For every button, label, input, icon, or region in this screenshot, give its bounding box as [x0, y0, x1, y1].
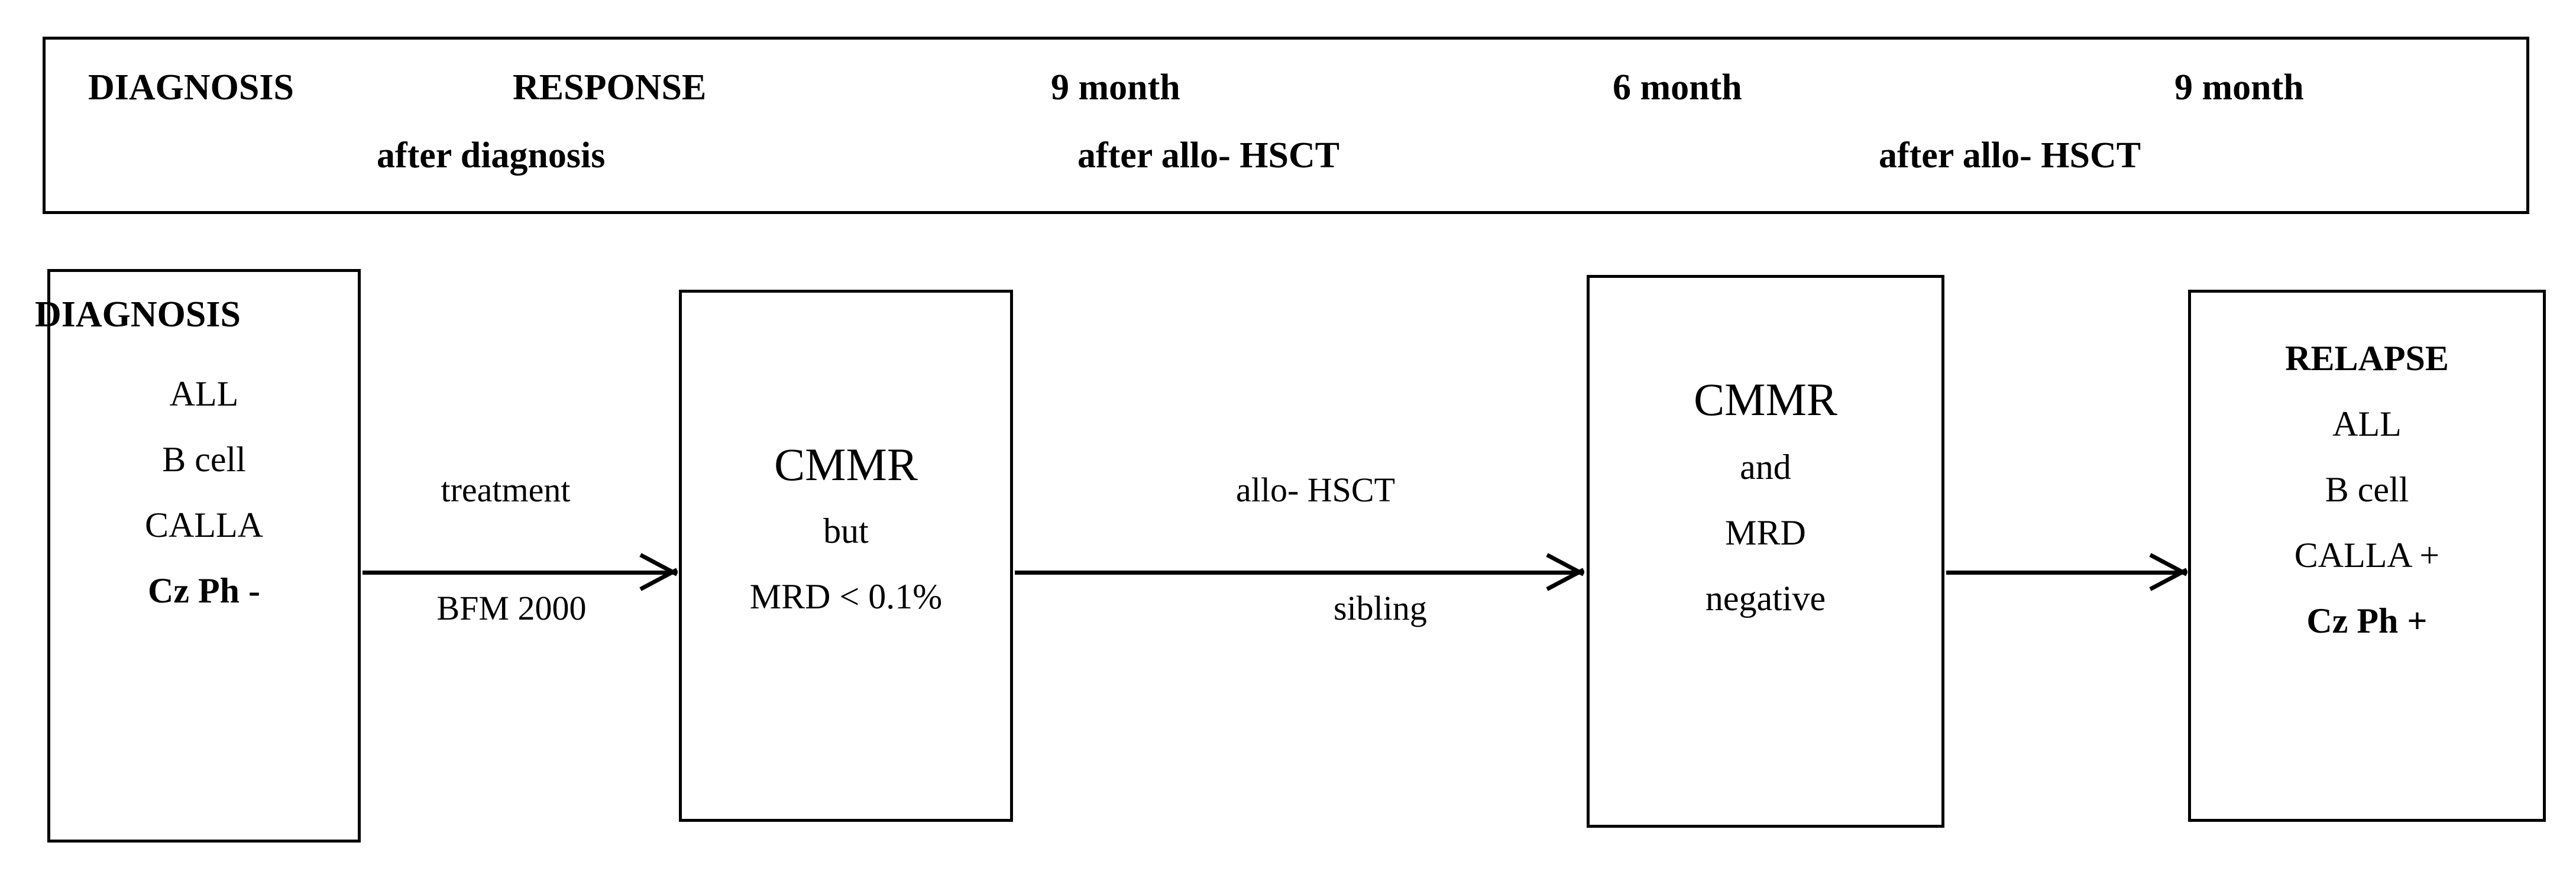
relapse-box-line-4: Cz Ph +	[2306, 601, 2428, 640]
relapse-box-line-3: CALLA +	[2294, 536, 2440, 575]
post-hsct-box-line-3: negative	[1705, 578, 1826, 618]
diagnosis-box-title: DIAGNOSIS	[35, 294, 241, 335]
arrow-treatment-shaft	[363, 571, 676, 575]
header-9month-first: 9 month	[1051, 67, 1180, 108]
arrow-treatment-label-above: treatment	[441, 471, 571, 509]
arrow-treatment-head	[640, 550, 677, 591]
post-hsct-box-line-1: and	[1740, 447, 1791, 487]
relapse-box-line-2: B cell	[2325, 470, 2409, 509]
post-hsct-6month-box[interactable]: CMMR and MRD negative	[1587, 275, 1944, 828]
post-hsct-box-title: CMMR	[1694, 374, 1837, 425]
response-box-line-1: but	[823, 511, 869, 550]
header-after-allo-hsct-1: after allo- HSCT	[1077, 135, 1340, 176]
arrow-allo-hsct-label-below: sibling	[1334, 589, 1427, 627]
diagnosis-box-line-4: Cz Ph -	[148, 571, 260, 611]
header-diagnosis: DIAGNOSIS	[88, 67, 294, 108]
header-9month-second: 9 month	[2174, 67, 2304, 108]
diagnosis-box[interactable]: DIAGNOSIS ALL B cell CALLA Cz Ph -	[35, 269, 361, 843]
relapse-box-line-1: ALL	[2332, 404, 2402, 443]
arrow-allo-hsct-head	[1547, 550, 1584, 591]
timeline-header-band: DIAGNOSIS RESPONSE 9 month 6 month 9 mon…	[43, 37, 2529, 214]
arrow-treatment-label-below: BFM 2000	[436, 589, 587, 627]
response-box[interactable]: CMMR but MRD < 0.1%	[679, 290, 1013, 822]
diagnosis-box-line-2: B cell	[162, 440, 246, 480]
response-box-line-2: MRD < 0.1%	[749, 576, 943, 616]
arrow-to-relapse-shaft	[1946, 571, 2186, 575]
header-after-allo-hsct-2: after allo- HSCT	[1879, 135, 2141, 176]
header-6month: 6 month	[1613, 67, 1742, 108]
arrow-allo-hsct-label-above: allo- HSCT	[1236, 471, 1396, 509]
relapse-box[interactable]: RELAPSE ALL B cell CALLA + Cz Ph +	[2188, 290, 2546, 822]
header-after-diagnosis: after diagnosis	[377, 135, 606, 176]
header-response: RESPONSE	[513, 67, 707, 108]
response-box-title: CMMR	[774, 439, 918, 490]
diagnosis-box-line-1: ALL	[169, 374, 239, 414]
diagnosis-box-line-3: CALLA	[145, 506, 263, 545]
relapse-box-title: RELAPSE	[2285, 339, 2449, 378]
arrow-allo-hsct-shaft	[1015, 571, 1583, 575]
arrow-to-relapse-head	[2150, 550, 2187, 591]
post-hsct-box-line-2: MRD	[1725, 513, 1806, 552]
